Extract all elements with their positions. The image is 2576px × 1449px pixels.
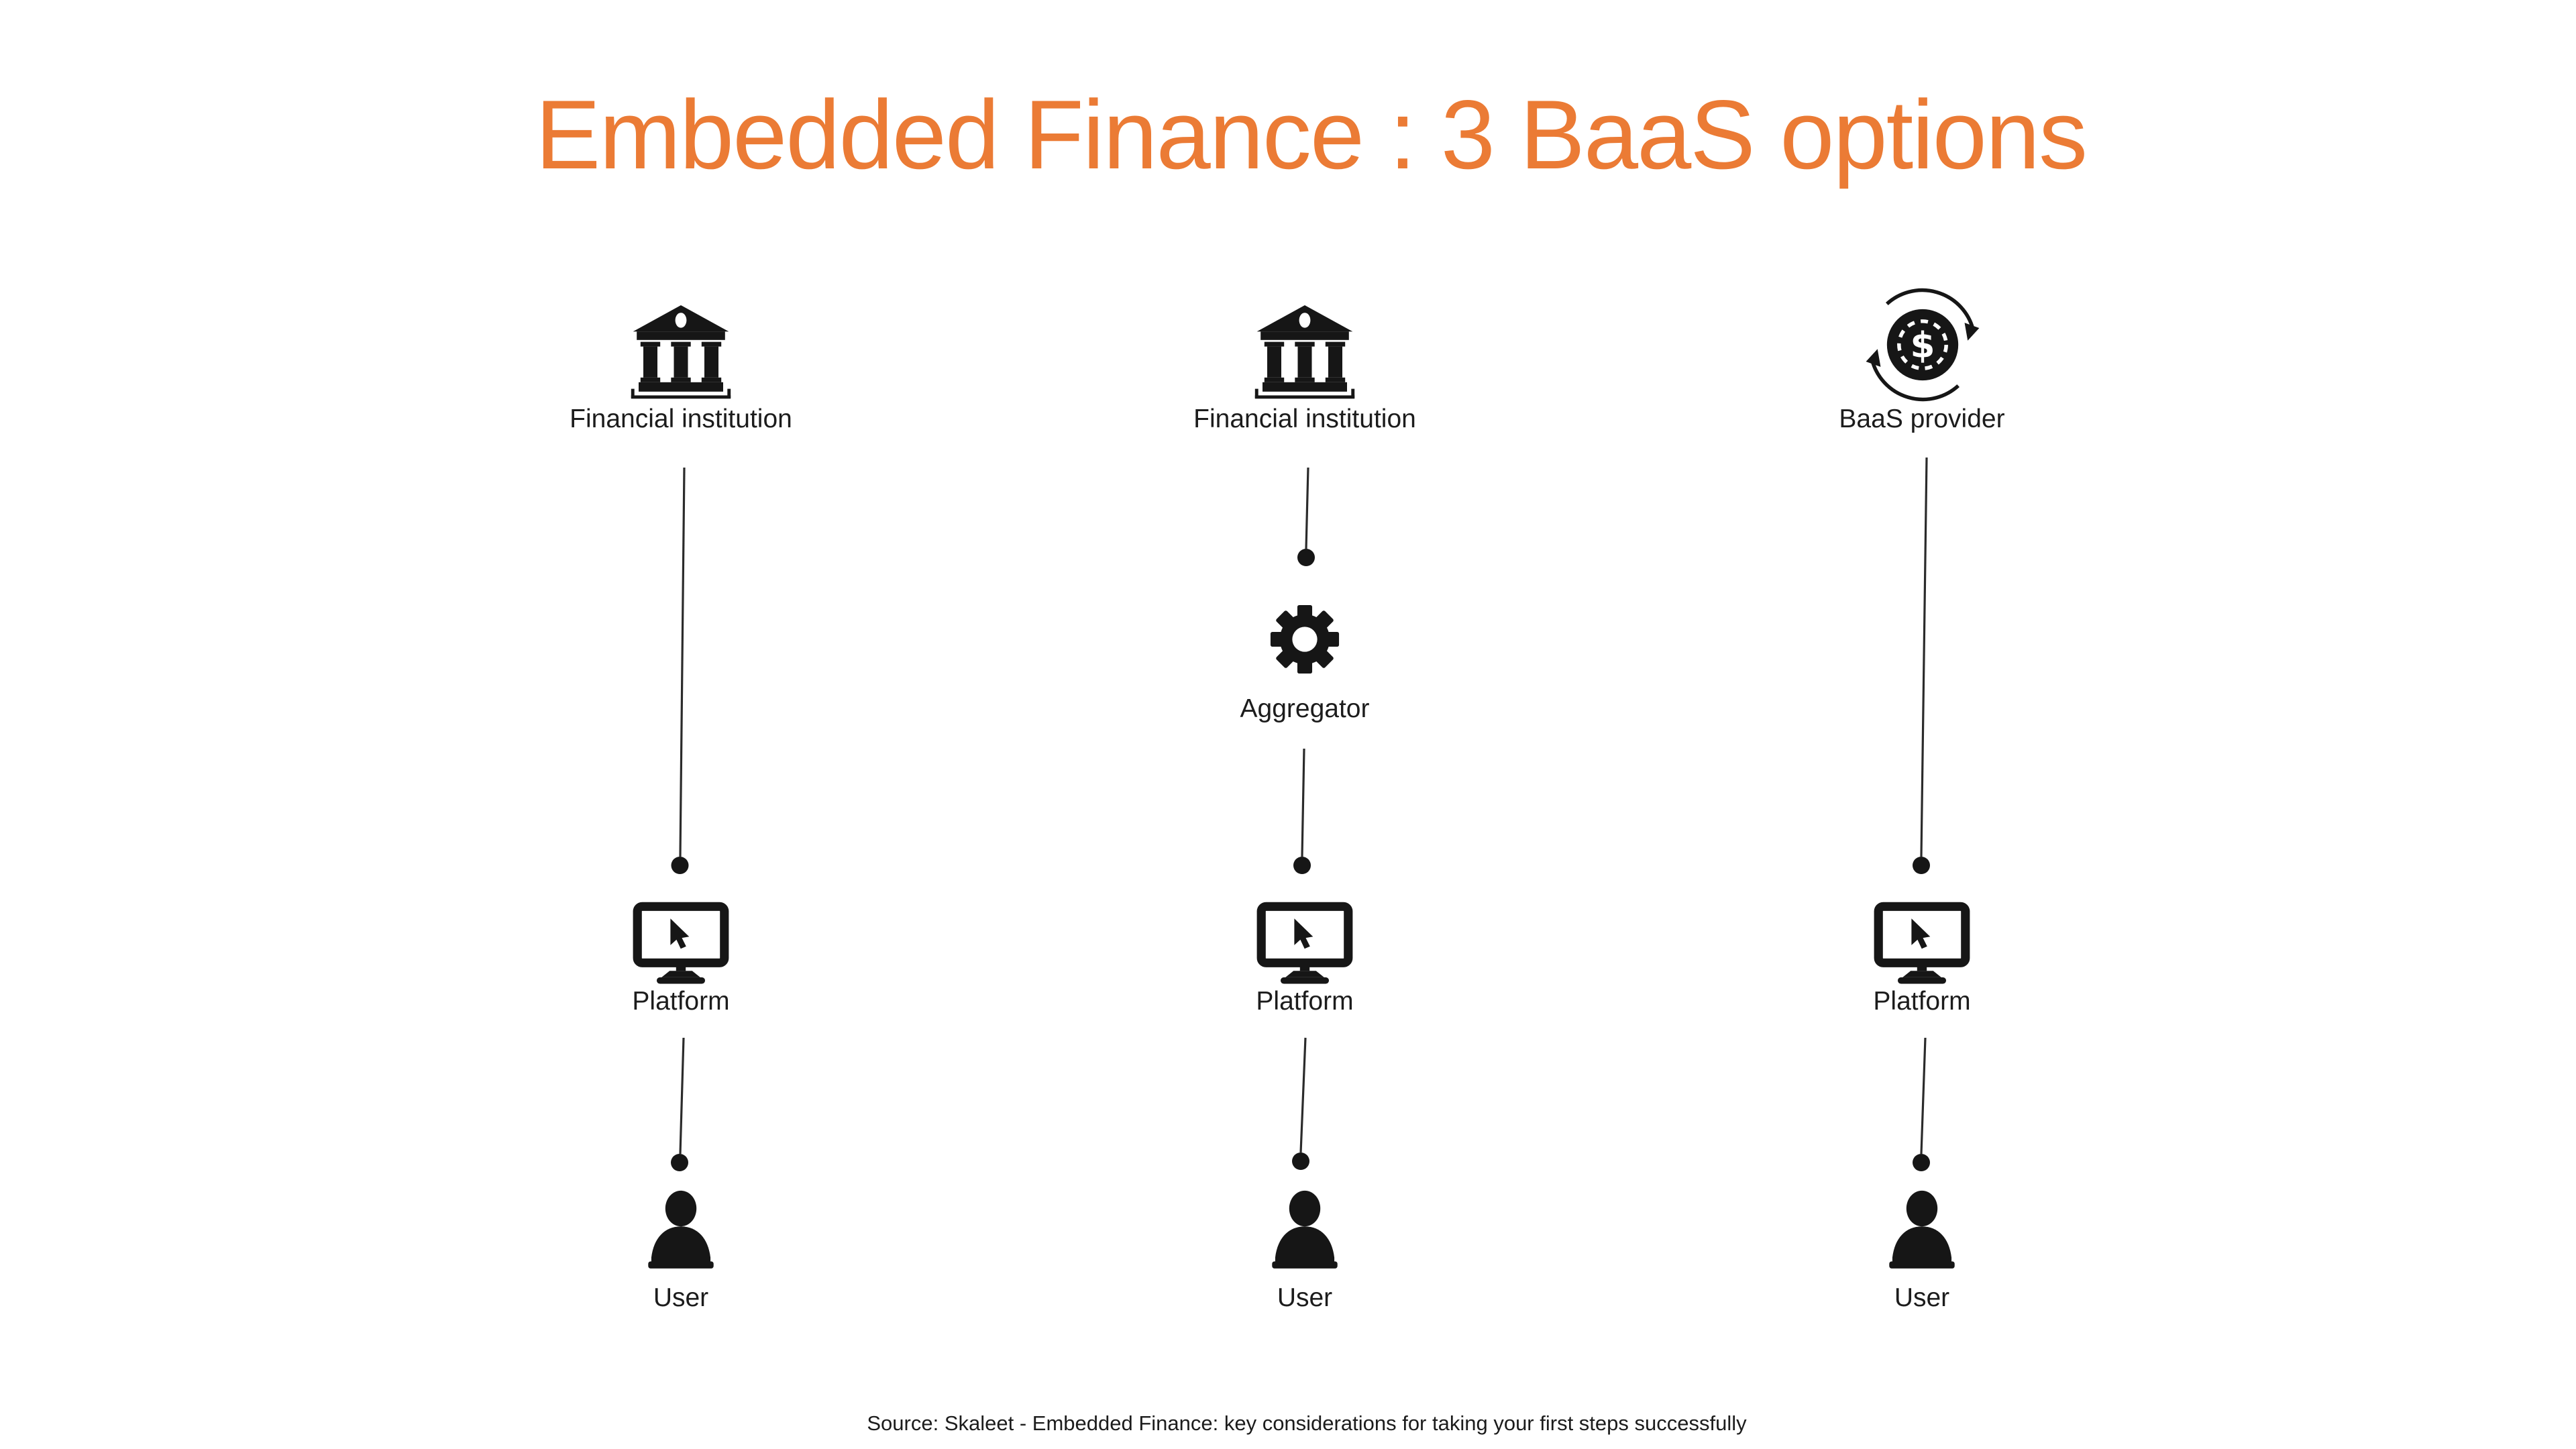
- node-label-user: User: [653, 1283, 709, 1312]
- bank-icon: [1253, 303, 1356, 401]
- connector-col1-platform-user: [671, 1037, 688, 1171]
- gear-icon: [1258, 593, 1351, 686]
- page-title: Embedded Finance : 3 BaaS options: [535, 80, 2088, 189]
- person-icon: [1883, 1187, 1961, 1273]
- node-label-financial-institution: Financial institution: [1193, 405, 1416, 433]
- monitor-cursor-icon: [1874, 902, 1970, 985]
- node-label-platform: Platform: [1873, 987, 1971, 1016]
- monitor-cursor-icon: [1256, 902, 1353, 985]
- connector-col1-institution-platform: [671, 467, 689, 874]
- person-icon: [642, 1187, 720, 1273]
- dollar-cycle-icon: $: [1865, 287, 1980, 402]
- node-label-financial-institution: Financial institution: [570, 405, 792, 433]
- node-label-baas-provider: BaaS provider: [1839, 405, 2005, 433]
- connector-col2-platform-user: [1292, 1037, 1309, 1170]
- connector-col2-aggregator-platform: [1293, 748, 1311, 874]
- source-caption: Source: Skaleet - Embedded Finance: key …: [867, 1411, 1747, 1435]
- bank-icon: [629, 303, 733, 401]
- node-label-platform: Platform: [1256, 987, 1354, 1016]
- connector-col2-institution-aggregator: [1297, 467, 1315, 566]
- connector-col3-platform-user: [1913, 1037, 1930, 1171]
- node-label-user: User: [1894, 1283, 1950, 1312]
- node-label-user: User: [1277, 1283, 1333, 1312]
- node-label-aggregator: Aggregator: [1240, 694, 1370, 723]
- node-label-platform: Platform: [632, 987, 730, 1016]
- dollar-symbol: $: [1911, 325, 1935, 366]
- person-icon: [1266, 1187, 1344, 1273]
- connector-col3-baas-platform: [1913, 457, 1930, 874]
- monitor-cursor-icon: [633, 902, 729, 985]
